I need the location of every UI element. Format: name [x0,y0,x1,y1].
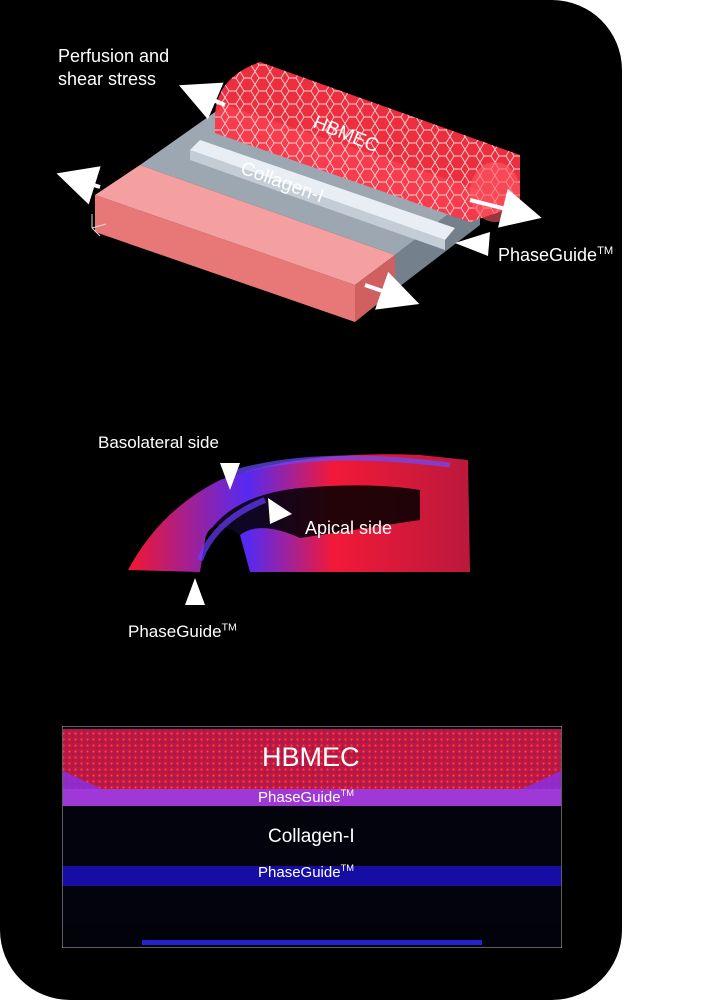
phaseguide-top-label: PhaseGuideTM [258,788,354,806]
axes-indicator [91,214,107,237]
phaseguide-pointer-b [185,578,205,605]
phaseguide-label-a: PhaseGuideTM [498,245,614,265]
micrograph-top-view [62,726,562,948]
phaseguide-label-b: PhaseGuideTM [128,621,237,641]
confocal-3d-view [128,454,470,605]
perfusion-label: Perfusion and shear stress [58,46,170,89]
phaseguide-bottom-label: PhaseGuideTM [258,863,354,881]
hbmec-region [63,729,561,789]
collagen-region [63,808,561,866]
chip-schematic [56,62,542,322]
flow-arrows [56,82,542,310]
collagen-region-label: Collagen-I [268,826,355,847]
apical-label: Apical side [305,518,393,538]
hbmec-region-label: HBMEC [262,742,360,772]
basolateral-label: Basolateral side [98,433,219,452]
phaseguide-pointer [455,232,490,256]
basolateral-pointer [220,463,240,490]
vessel-lumen [205,485,420,538]
apical-pointer [268,498,292,524]
phaseguide-ridge [190,140,455,240]
